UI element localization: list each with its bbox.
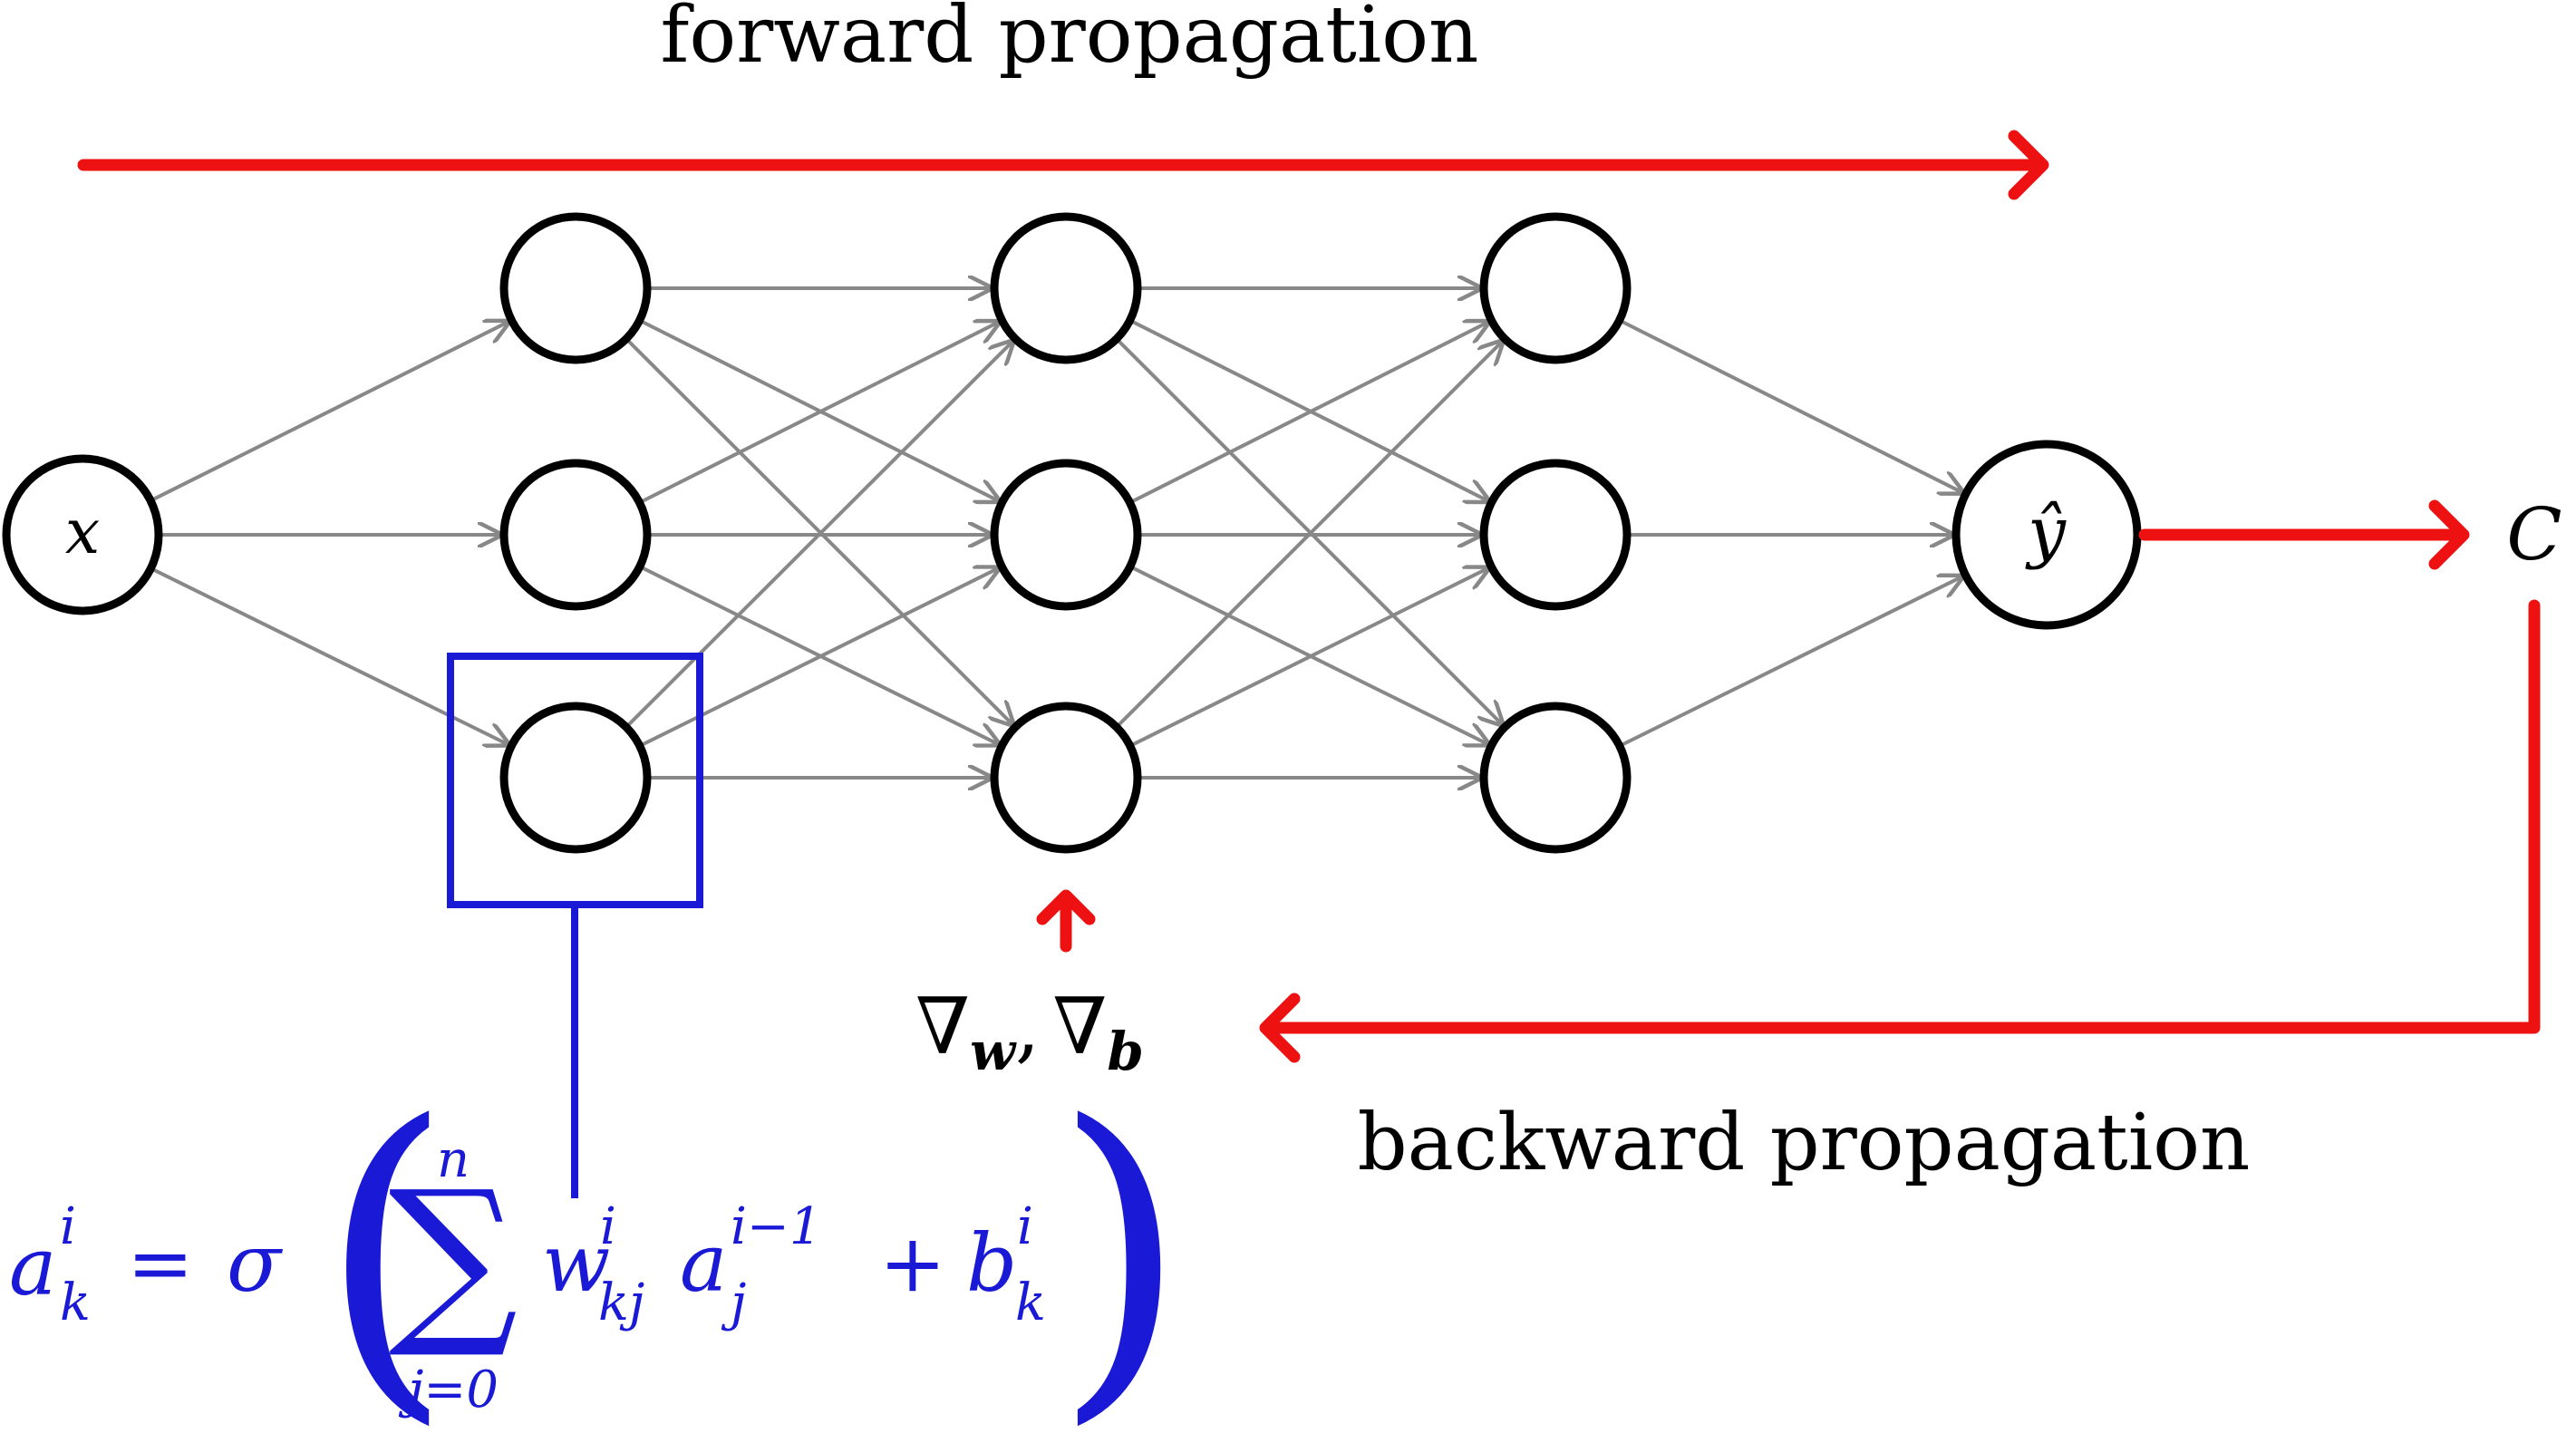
output-to-cost-arrow (2138, 499, 2470, 570)
formula-plus: + (879, 1216, 946, 1310)
formula-lhs-var: a (9, 1220, 56, 1313)
nabla-b-symbol: ∇ (1052, 982, 1107, 1072)
formula-sum-upper: n (437, 1130, 470, 1189)
formula-a-sup: i−1 (731, 1197, 821, 1256)
formula-w-sup: i (600, 1197, 616, 1256)
hidden-node-2-3 (990, 702, 1142, 854)
forward-arrow (77, 130, 2049, 200)
output-node (1951, 440, 2142, 630)
formula-sum-symbol: ∑ (389, 1152, 518, 1363)
edge-l2-2-to-1 (1128, 568, 1488, 748)
hidden-node-2-1 (990, 212, 1142, 364)
hidden-node-3-2 (1479, 459, 1632, 611)
hidden-node-1-1 (499, 212, 652, 364)
edge-l3-0-to-0 (1618, 318, 1962, 492)
formula-lhs-sub: k (60, 1274, 91, 1332)
output-node-label: ŷ (2025, 493, 2067, 571)
cost-label: C (2506, 492, 2561, 576)
input-layer: x (2, 454, 163, 615)
formula-equals: = (127, 1216, 194, 1310)
gradient-b-subscript: b (1107, 1021, 1144, 1082)
hidden-layer-1 (499, 212, 652, 854)
hidden-layer-2 (990, 212, 1142, 854)
formula-b-sub: k (1015, 1274, 1046, 1332)
edge-l3-2-to-0 (1618, 576, 1962, 748)
backward-propagation-label: backward propagation (1358, 1098, 2251, 1188)
input-node-label: x (65, 497, 100, 568)
activation-formula: a i k = σ ( n ∑ j=0 w i kj a i−1 j + b i… (9, 1052, 1187, 1443)
output-layer: ŷ (1951, 440, 2142, 630)
gradient-comma: , (1015, 982, 1040, 1072)
formula-paren-close: ) (1053, 1052, 1187, 1443)
edge-l1-1-to-0 (638, 322, 999, 505)
hidden-node-3-1 (1479, 212, 1632, 364)
formula-sum-lower: j=0 (398, 1361, 499, 1419)
gradient-label: ∇w,∇b (915, 982, 1144, 1082)
formula-lhs-sup: i (60, 1197, 76, 1256)
nabla-w-symbol: ∇ (915, 982, 970, 1072)
gradient-update-arrow (1036, 889, 1096, 953)
forward-propagation-label: forward propagation (661, 0, 1479, 81)
hidden-node-1-3 (499, 702, 652, 854)
formula-b-var: b (966, 1216, 1017, 1310)
formula-sigma: σ (227, 1216, 284, 1310)
formula-b-sup: i (1017, 1197, 1033, 1256)
hidden-node-2-2 (990, 459, 1142, 611)
gradient-w-subscript: w (970, 1021, 1017, 1082)
edge-l2-1-to-0 (1128, 322, 1488, 505)
hidden-node-3-3 (1479, 702, 1632, 854)
hidden-node-1-2 (499, 459, 652, 611)
edge-l1-2-to-0 (625, 342, 1012, 729)
edge-l0-0-to-0 (150, 322, 508, 503)
formula-w-var: w (542, 1216, 610, 1310)
hidden-layer-3 (1479, 212, 1632, 854)
input-node (2, 454, 163, 615)
backward-arrow (1259, 599, 2541, 1063)
formula-w-sub: kj (598, 1274, 644, 1332)
formula-paren-open: ( (319, 1052, 453, 1443)
formula-a-var: a (680, 1216, 727, 1310)
edge-l2-2-to-0 (1115, 342, 1502, 729)
